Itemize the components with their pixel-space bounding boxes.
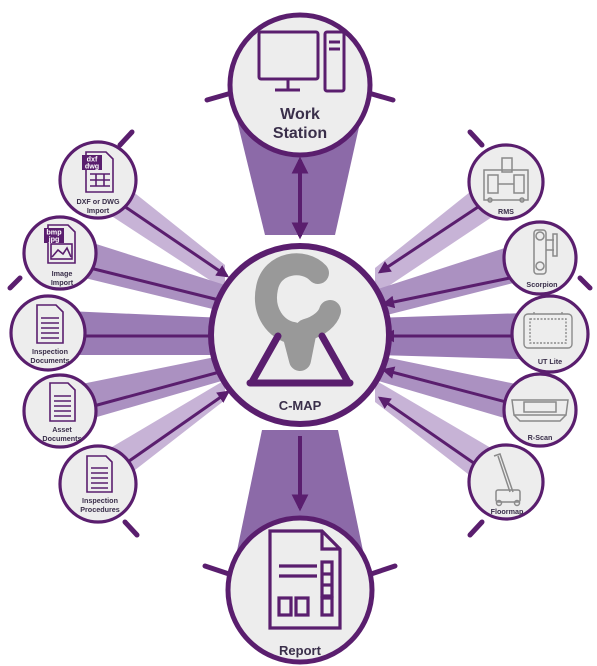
r-scan-label: R-Scan [528, 433, 553, 442]
right-node-floormap: Floormap [467, 443, 545, 521]
procedures-label-line1: Inspection [82, 496, 118, 505]
scorpion-crawler-icon [533, 229, 558, 275]
ut-lite-label: UT Lite [538, 357, 562, 366]
left-node-inspection-documents: Inspection Documents [9, 294, 87, 372]
left-node-dxf-dwg: dxf dwg DXF or DWG Import [58, 140, 138, 220]
ut-lite-device-icon [523, 312, 573, 349]
report-label: Report [279, 643, 322, 658]
inspection-document-icon [36, 304, 64, 344]
cmap-node: C-MAP [208, 243, 392, 427]
report-document-icon [268, 529, 342, 630]
left-node-asset-documents: Asset Documents [22, 373, 98, 449]
scorpion-label: Scorpion [526, 280, 557, 289]
image-label-line1: Image [52, 269, 73, 278]
image-tag-line1: bmp [46, 228, 62, 237]
asset-docs-label-line2: Documents [42, 434, 81, 443]
right-arrows [377, 205, 520, 468]
right-node-rms: RMS [467, 143, 545, 221]
image-label-line2: Import [51, 278, 74, 287]
left-node-image-import: bmp jpg Image Import [22, 215, 98, 291]
image-file-icon [47, 224, 76, 264]
inspection-docs-label-line2: Documents [30, 356, 69, 365]
rms-scanner-icon [483, 157, 529, 203]
workstation-label-line1: Work [280, 106, 320, 123]
workstation-label-line2: Station [273, 125, 327, 142]
dxf-tag-bg [82, 155, 102, 170]
dxf-label-line1: DXF or DWG [76, 197, 120, 206]
image-tag-line2: jpg [48, 235, 60, 244]
right-node-r-scan: R-Scan [502, 372, 578, 448]
cmap-logo-icon [246, 253, 354, 387]
workstation-node: Work Station [227, 12, 373, 158]
dxf-label-line2: Import [87, 206, 110, 215]
left-arrows [84, 200, 231, 468]
dxf-dwg-file-icon [85, 151, 114, 193]
procedure-document-icon [86, 455, 113, 493]
floormap-scanner-icon [493, 453, 521, 507]
dxf-tag-line1: dxf [87, 155, 98, 164]
image-tag-bg [44, 228, 64, 243]
report-node: Report [225, 515, 375, 665]
floormap-label: Floormap [491, 507, 524, 516]
left-node-inspection-procedures: Inspection Procedures [58, 444, 138, 524]
asset-document-icon [49, 382, 76, 422]
r-scan-device-icon [511, 399, 569, 422]
right-node-ut-lite: UT Lite [510, 294, 590, 374]
inspection-docs-label-line1: Inspection [32, 347, 68, 356]
rms-label: RMS [498, 207, 514, 216]
right-node-scorpion: Scorpion [502, 220, 578, 296]
workstation-computer-icon [257, 30, 346, 93]
dxf-tag-line2: dwg [85, 162, 99, 171]
cmap-label: C-MAP [279, 398, 322, 413]
procedures-label-line2: Procedures [80, 505, 120, 514]
asset-docs-label-line1: Asset [52, 425, 72, 434]
